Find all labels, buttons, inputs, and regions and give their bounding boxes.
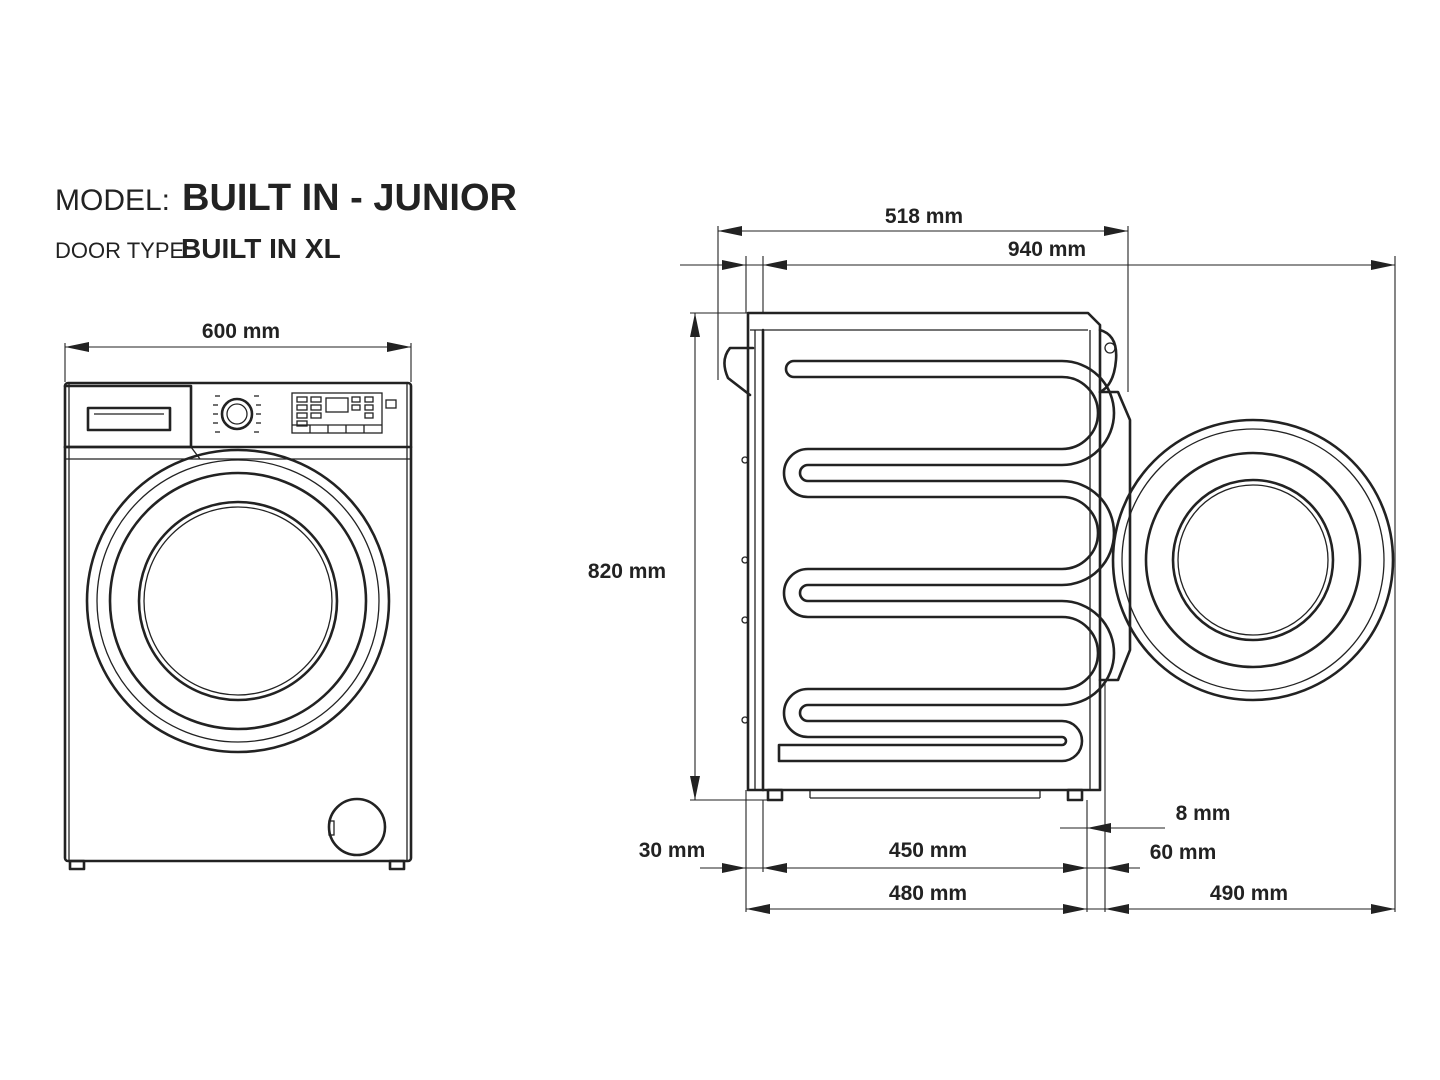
side-knob — [1098, 328, 1118, 394]
body-label: 450 mm — [889, 839, 967, 862]
front-width-dimension — [64, 342, 412, 382]
side-view-washer — [723, 311, 1395, 802]
depth-door-label: 518 mm — [885, 205, 963, 228]
model-key: MODEL: — [55, 184, 170, 217]
side-foot — [766, 788, 784, 802]
model-value: BUILT IN - JUNIOR — [182, 177, 517, 219]
front-view-washer: 600 mm — [63, 320, 413, 871]
back-gap-label: 30 mm — [639, 839, 706, 862]
front-gap-label: 60 mm — [1150, 841, 1217, 864]
side-cabinet-outline — [746, 311, 1102, 792]
cabinet-outline — [63, 381, 413, 863]
front-width-label: 600 mm — [202, 320, 280, 343]
height-label: 820 mm — [588, 560, 666, 583]
depth-open-label: 940 mm — [1008, 238, 1086, 261]
control-display — [291, 392, 397, 434]
open-door — [1111, 418, 1395, 702]
back-hose-hook — [723, 346, 755, 397]
door-open-label: 490 mm — [1210, 882, 1288, 905]
foot — [388, 859, 406, 871]
front-door — [85, 448, 391, 754]
side-dimensions — [680, 226, 1396, 914]
foot — [68, 859, 86, 871]
detergent-drawer — [86, 406, 172, 432]
door-type-key: DOOR TYPE: — [55, 238, 190, 263]
total-depth-label: 480 mm — [889, 882, 967, 905]
program-knob — [213, 395, 261, 433]
foot-label: 8 mm — [1176, 802, 1231, 825]
side-foot — [1066, 788, 1084, 802]
door-type-value: BUILT IN XL — [181, 233, 341, 264]
service-hatch — [327, 797, 387, 857]
serpentine-pipe — [777, 359, 1116, 763]
